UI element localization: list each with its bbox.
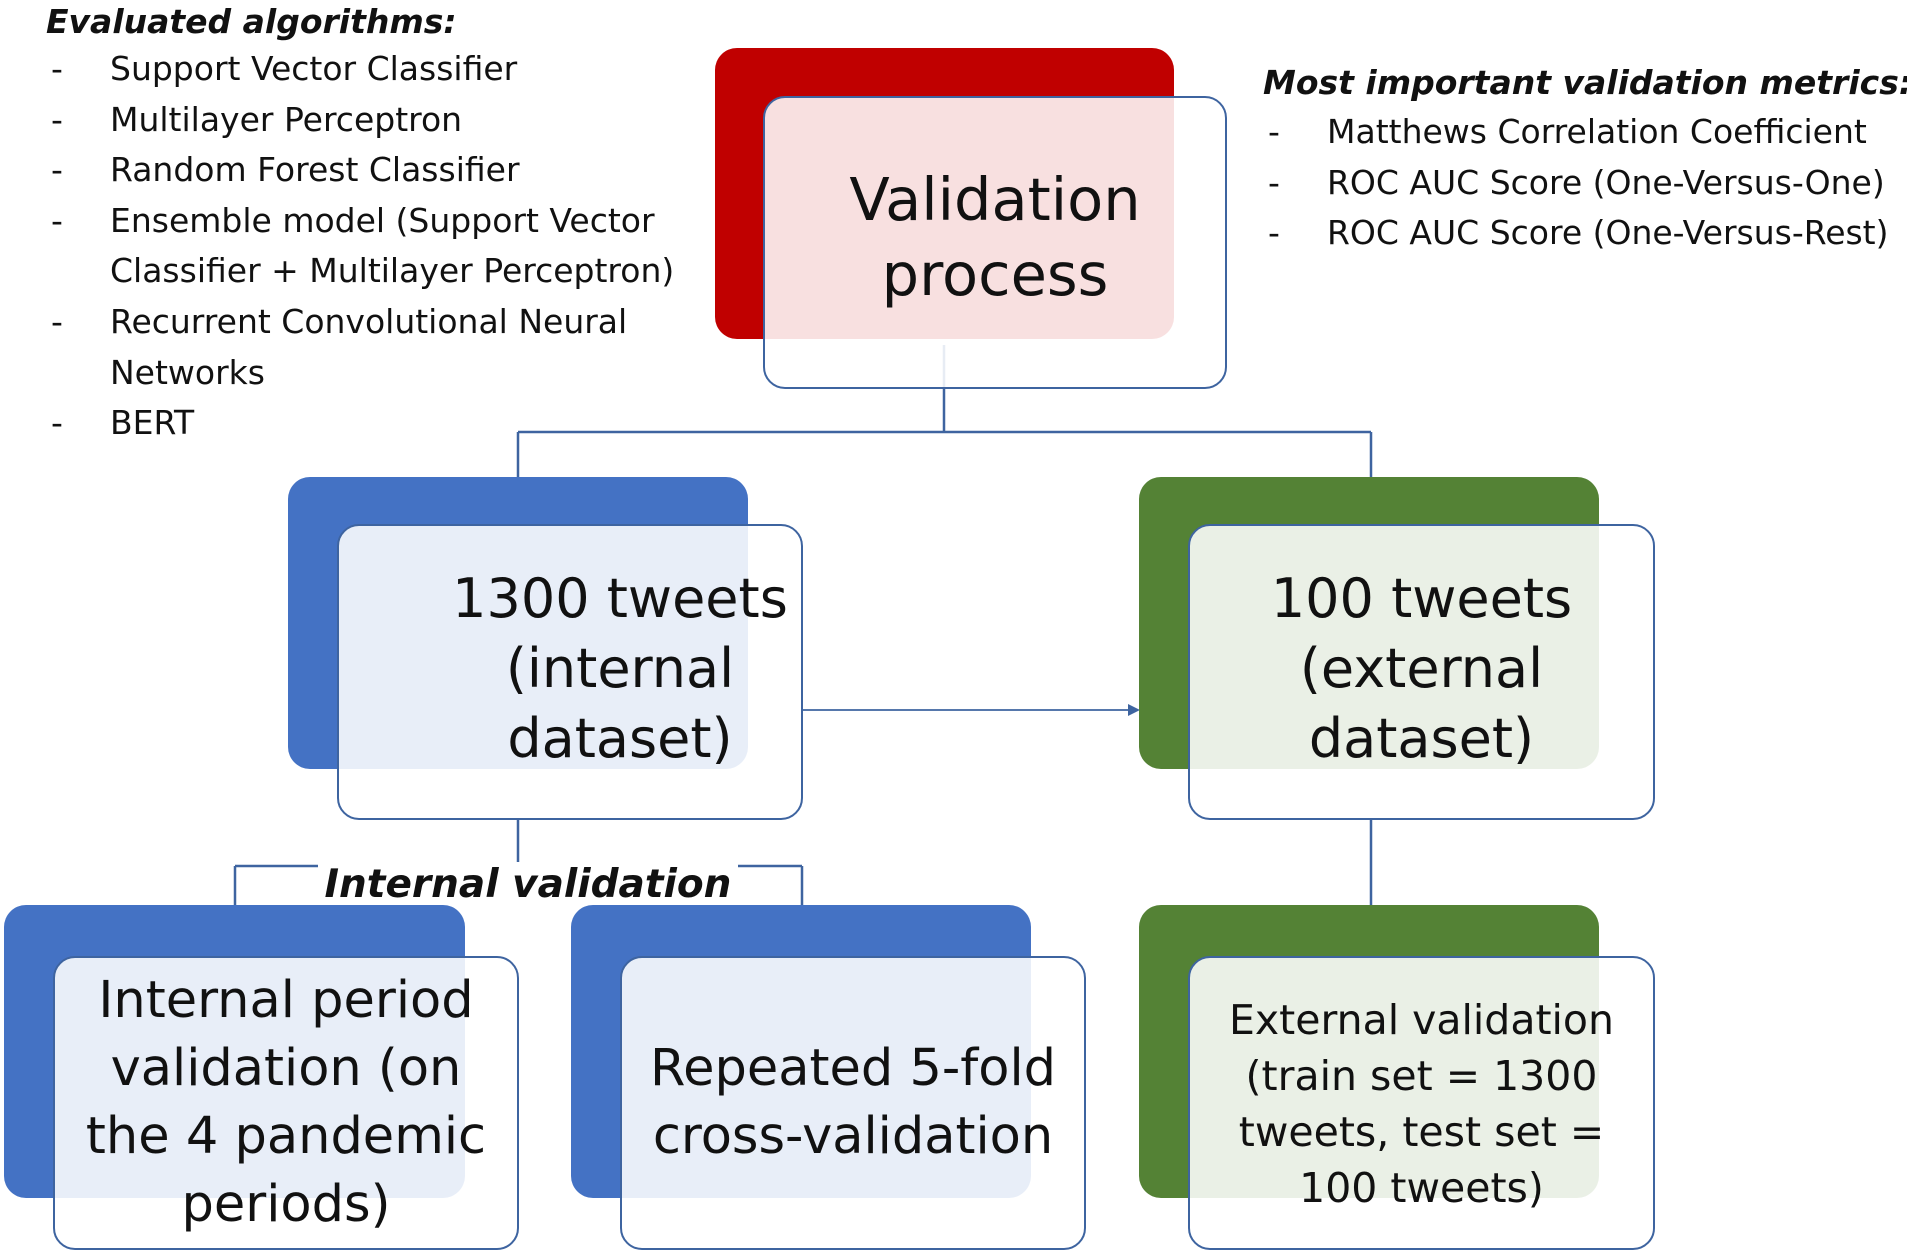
node-label: Internal period validation (on the 4 pan…: [85, 971, 487, 1234]
algorithms-title: Evaluated algorithms:: [46, 2, 457, 41]
node-label: 100 tweets (external dataset): [1270, 567, 1573, 770]
node-card: [1188, 956, 1655, 1250]
node-card: [337, 524, 803, 820]
node-card: [1188, 524, 1655, 820]
algorithm-item: Recurrent Convolutional Neural Networks: [46, 297, 674, 398]
node-card: [763, 96, 1227, 389]
metrics-title: Most important validation metrics:: [1263, 63, 1907, 102]
algorithm-item: Ensemble model (Support Vector Classifie…: [46, 196, 674, 297]
algorithm-item: Multilayer Perceptron: [46, 95, 674, 146]
node-card: [53, 956, 519, 1250]
algorithm-item: Random Forest Classifier: [46, 145, 674, 196]
node-card: [620, 956, 1086, 1250]
algorithms-list: Support Vector Classifier Multilayer Per…: [46, 44, 674, 449]
node-label: Repeated 5-fold cross-validation: [649, 1039, 1057, 1166]
metric-item: ROC AUC Score (One-Versus-One): [1263, 158, 1889, 209]
node-label: 1300 tweets (internal dataset): [452, 567, 788, 770]
metrics-list: Matthews Correlation Coefficient ROC AUC…: [1263, 107, 1889, 259]
metric-item: Matthews Correlation Coefficient: [1263, 107, 1889, 158]
node-label: Validation process: [849, 165, 1141, 309]
metric-item: ROC AUC Score (One-Versus-Rest): [1263, 208, 1889, 259]
internal-validation-label: Internal validation: [318, 862, 738, 907]
algorithm-item: BERT: [46, 398, 674, 449]
node-label: External validation (train set = 1300 tw…: [1229, 996, 1614, 1212]
algorithm-item: Support Vector Classifier: [46, 44, 674, 95]
